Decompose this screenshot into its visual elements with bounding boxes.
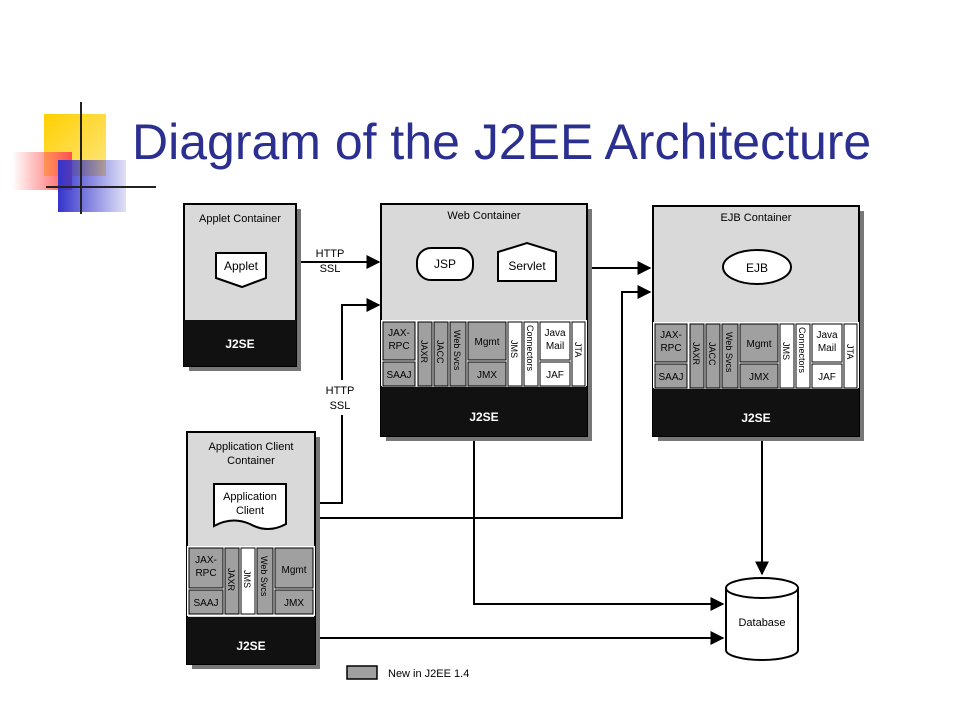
arrow-client-to-ejb [320, 285, 652, 519]
web-javamail-label-1: Java [544, 328, 566, 339]
applet-label: Applet [224, 259, 259, 273]
web-base-label: J2SE [469, 410, 498, 424]
client-web-protocol-2: SSL [330, 400, 351, 412]
web-container: Web Container JSP Servlet JAX- RPC SAAJ … [380, 203, 592, 441]
applet-web-protocol-1: HTTP [316, 248, 345, 260]
app-client-container: Application Client Container Application… [186, 431, 320, 669]
ejb-jaf-label: JAF [818, 372, 836, 383]
ejb-base-label: J2SE [741, 411, 770, 425]
deco-horizontal-line [46, 186, 156, 188]
client-web-protocol-1: HTTP [326, 385, 355, 397]
web-jta-label: JTA [573, 342, 583, 357]
servlet-shape [497, 241, 557, 282]
connectors [301, 255, 769, 645]
web-jaf-label: JAF [546, 370, 564, 381]
web-mgmt-label: Mgmt [475, 337, 500, 348]
client-jmx-label: JMX [284, 598, 304, 609]
app-client-title-2: Container [227, 455, 275, 467]
app-client-label-2: Client [236, 505, 264, 517]
web-jmx-label: JMX [477, 370, 497, 381]
ejb-javamail-label-1: Java [816, 330, 838, 341]
web-jaxr-label: JAXR [419, 340, 429, 364]
web-javamail-label-2: Mail [546, 341, 564, 352]
ejb-jmx-label: JMX [749, 372, 769, 383]
legend: New in J2EE 1.4 [346, 665, 469, 680]
legend-label: New in J2EE 1.4 [388, 668, 469, 680]
ejb-saaj-label: SAAJ [658, 372, 683, 383]
web-jaxrpc-label-2: RPC [388, 341, 409, 352]
client-websvcs-label: Web Svcs [259, 556, 269, 597]
ejb-connectors-label: Connectors [797, 327, 807, 374]
web-jms-label: JMS [509, 340, 519, 358]
ejb-jaxrpc-label-2: RPC [660, 343, 681, 354]
applet-shape [215, 252, 267, 289]
deco-vertical-line [80, 102, 82, 214]
database: Database [725, 577, 799, 661]
ejb-jacc-label: JACC [707, 342, 717, 366]
web-websvcs-label: Web Svcs [452, 330, 462, 371]
ejb-shape [722, 249, 792, 285]
web-connectors-label: Connectors [525, 325, 535, 372]
ejb-jta-label: JTA [845, 344, 855, 359]
applet-container: Applet Container Applet J2SE [183, 203, 301, 371]
servlet-label: Servlet [508, 259, 546, 273]
client-jms-label: JMS [242, 570, 252, 588]
app-client-title-1: Application Client [209, 441, 294, 453]
applet-container-title: Applet Container [199, 213, 281, 225]
web-saaj-label: SAAJ [386, 370, 411, 381]
client-jaxr-label: JAXR [226, 568, 236, 592]
ejb-jms-label: JMS [781, 342, 791, 360]
ejb-jaxrpc-label-1: JAX- [660, 330, 682, 341]
web-container-title: Web Container [447, 210, 521, 222]
jsp-label: JSP [434, 257, 456, 271]
client-saaj-label: SAAJ [193, 598, 218, 609]
app-client-base-label: J2SE [236, 639, 265, 653]
client-mgmt-label: Mgmt [282, 565, 307, 576]
client-jaxrpc-label-1: JAX- [195, 555, 217, 566]
client-jaxrpc-label-2: RPC [195, 568, 216, 579]
arrow-client-to-web [320, 305, 379, 504]
ejb-websvcs-label: Web Svcs [724, 332, 734, 373]
web-jaxrpc-label-1: JAX- [388, 328, 410, 339]
ejb-label: EJB [746, 261, 768, 275]
ejb-mgmt-label: Mgmt [747, 339, 772, 350]
slide-title: Diagram of the J2EE Architecture [132, 114, 872, 170]
database-label: Database [738, 617, 785, 629]
applet-web-protocol-2: SSL [320, 263, 341, 275]
app-client-label-1: Application [223, 491, 277, 503]
applet-base-label: J2SE [225, 337, 254, 351]
arrow-web-to-db [473, 441, 725, 611]
ejb-container-title: EJB Container [721, 212, 792, 224]
web-jacc-label: JACC [435, 340, 445, 364]
legend-swatch [346, 665, 378, 680]
ejb-javamail-label-2: Mail [818, 343, 836, 354]
ejb-jaxr-label: JAXR [691, 342, 701, 366]
jsp-shape [416, 247, 474, 281]
app-client-shape [213, 483, 287, 530]
ejb-container: EJB Container EJB JAX- RPC SAAJ JAXR JAC… [652, 205, 864, 441]
